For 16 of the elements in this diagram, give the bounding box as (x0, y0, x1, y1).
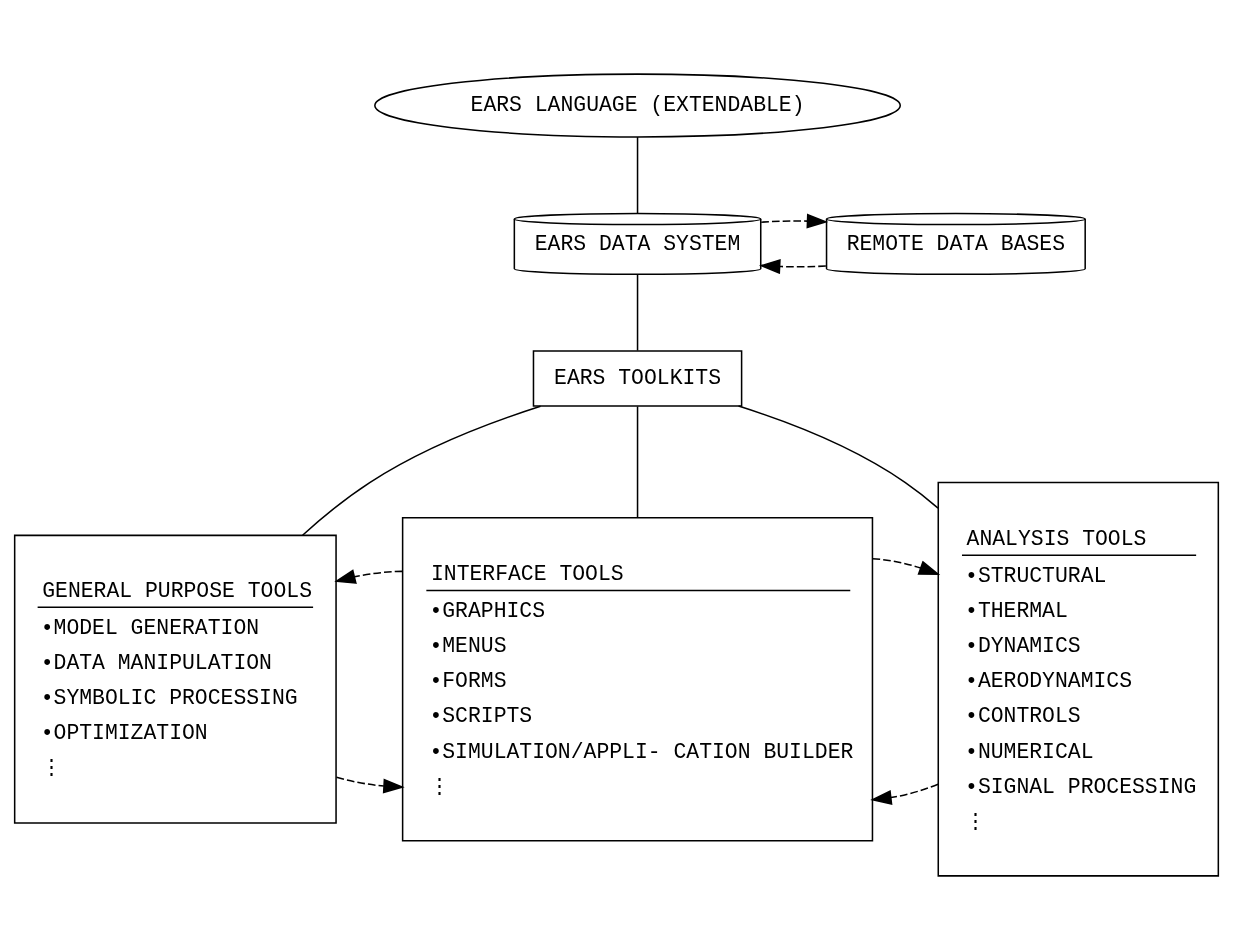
arrow (871, 557, 941, 575)
connector (636, 135, 639, 214)
connector (636, 273, 639, 351)
node-box: INTERFACE TOOLS •GRAPHICS •MENUS •FORMS •SCRIPTS •SIMULATION/APPLI- CATION BUILDER ⋮ (401, 516, 874, 841)
arrow (335, 775, 405, 794)
arrow (870, 783, 939, 805)
arrow (760, 213, 829, 229)
node-box: EARS TOOLKITS (532, 349, 743, 407)
node-box: ANALYSIS TOOLS •STRUCTURAL •THERMAL •DYNAMICS •AERODYNAMICS •CONTROLS •NUMERICAL •SIGNAL PROCESSING ⋮ (937, 481, 1220, 877)
connector (301, 405, 542, 536)
connector (737, 404, 939, 509)
connector (636, 405, 639, 518)
node-box: GENERAL PURPOSE TOOLS •MODEL GENERATION •DATA MANIPULATION •SYMBOLIC PROCESSING •OPTIMIZATION ⋮ (13, 534, 337, 824)
arrow (758, 258, 827, 274)
arrow (334, 568, 404, 584)
node-ellipse: EARS LANGUAGE (EXTENDABLE) (374, 72, 901, 138)
